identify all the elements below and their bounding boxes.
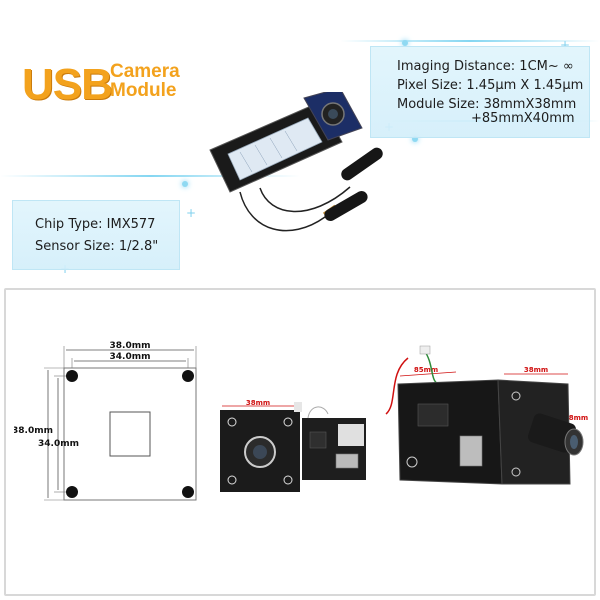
mount-hole-icon [182,370,194,382]
board-dimension-drawing: 38.0mm 34.0mm 38.0mm 34.0mm [14,341,197,501]
usb-board-photo [302,406,366,480]
spec-module-size-extra: +85mmX40mm [471,111,575,126]
decor-glow-dot [402,40,408,46]
mount-hole-icon [511,391,521,401]
dim-inner-height: 34.0mm [38,439,79,449]
lens-glass [570,435,578,449]
spec-pixel-size: Pixel Size: 1.45μm X 1.45μm [397,78,584,93]
product-photo [209,92,383,232]
photo-assembly-side-label: 38mm [564,414,588,422]
usb-port-icon [335,453,359,469]
antenna-icon [341,147,383,181]
chip [417,403,449,427]
spec-module-size: Module Size: 38mmX38mm [397,97,577,112]
brand-usb-logo: USB [22,60,113,109]
dim-outer-height: 38.0mm [14,426,53,436]
decor-glow-line [0,175,300,177]
decor-plus-icon: + [560,38,571,52]
mount-hole-icon [66,370,78,382]
lens-barrel [528,413,576,453]
antenna-cable [307,406,329,419]
chip [309,431,327,449]
flex-cable [227,117,323,181]
brand-subtitle-line1: Camera [110,61,180,82]
decor-plus-icon: + [186,206,197,220]
mount-hole-icon [66,486,78,498]
mount-hole-icon [182,486,194,498]
connector [294,402,302,412]
antenna-cable [239,191,326,232]
mount-hole-icon [283,475,293,485]
cable [385,357,409,415]
photo-board-width-label: 38mm [246,399,270,407]
decor-glow-line [340,40,600,42]
brand-subtitle-line2: Module [110,80,177,101]
photo-assembly-length-label: 85mm [414,366,438,374]
dim-outer-width: 38.0mm [110,341,151,351]
decor-glow-dot [182,181,188,187]
connector [419,345,431,355]
usb-port-icon [459,435,483,467]
photo-assembly-width-label: 38mm [524,366,548,374]
lens-glass [328,109,338,119]
sensor-window [109,411,151,457]
brand-subtitle: Camera Module [110,62,180,100]
antenna-cable [259,186,351,213]
usb-board [397,379,503,485]
spec-sensor-size: Sensor Size: 1/2.8" [35,239,159,254]
mount-hole-icon [406,456,418,468]
spec-panel-right: Imaging Distance: 1CM~ ∞ Pixel Size: 1.4… [370,46,590,138]
spec-imaging-distance: Imaging Distance: 1CM~ ∞ [397,59,574,74]
antenna-icon [322,191,368,221]
mount-hole-icon [227,417,237,427]
spec-chip-type: Chip Type: IMX577 [35,217,156,232]
sensor-board-photo: 38mm [220,399,302,492]
mount-hole-icon [227,475,237,485]
mount-hole-icon [511,467,521,477]
lens-glass [253,445,267,459]
dim-inner-width: 34.0mm [110,352,151,362]
flex-connector [338,424,364,446]
assembled-module-photo: 85mm 38mm 38mm [385,345,588,485]
mount-hole-icon [283,417,293,427]
spec-panel-left: Chip Type: IMX577 Sensor Size: 1/2.8" [12,200,180,270]
decor-glow-dot [412,136,418,142]
